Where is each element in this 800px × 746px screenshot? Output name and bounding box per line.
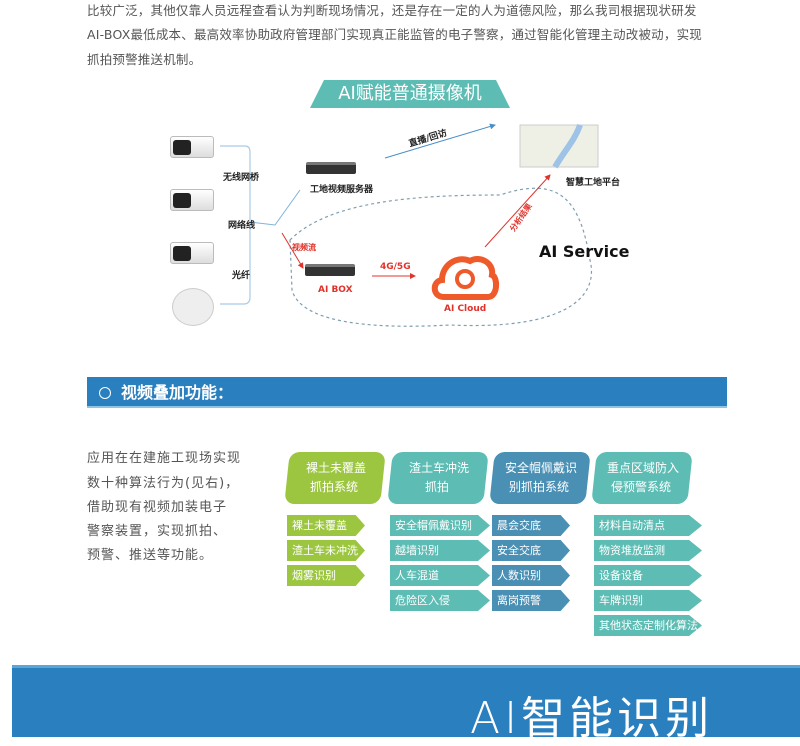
network-label: 4G/5G (380, 262, 411, 272)
live-arrow (384, 123, 496, 159)
camera-bracket (220, 145, 251, 305)
system-card: 安全帽佩戴识别抓拍系统 (489, 452, 591, 504)
system-item: 裸土未覆盖 (287, 515, 365, 536)
ai-service-boundary (289, 187, 592, 327)
system-item: 安全帽佩戴识别 (390, 515, 490, 536)
system-item: 晨会交底 (492, 515, 570, 536)
section-title: 视频叠加功能： (121, 383, 234, 402)
system-title-line: 侵预警系统 (610, 480, 672, 494)
section-header: 视频叠加功能： (87, 377, 727, 408)
footer-title: AI智能识别 (470, 693, 714, 744)
system-title-line: 渣土车冲洗 (408, 461, 469, 475)
system-title-line: 重点区域防入 (606, 461, 679, 475)
system-title-line: 抓拍系统 (309, 480, 359, 494)
system-item: 危险区入侵 (390, 590, 490, 611)
description-line: 应用在在建施工现场实现 (87, 451, 242, 466)
description-line: 借助现有视频加装电子 (87, 500, 228, 515)
dome-camera-icon (172, 288, 214, 326)
cloud-label: AI Cloud (444, 304, 487, 314)
intro-line: 抓拍预警推送机制。 (87, 52, 202, 67)
system-item: 越墙识别 (390, 540, 490, 561)
description-line: 预警、推送等功能。 (87, 548, 214, 563)
system-title-line: 抓拍 (424, 480, 450, 494)
system-item: 设备设备 (594, 565, 702, 586)
system-item: 物资堆放监测 (594, 540, 702, 561)
cloud-icon (431, 255, 500, 300)
footer-banner: AI智能识别 (12, 665, 800, 744)
system-item: 渣土车未冲洗 (287, 540, 365, 561)
diagram-lines (220, 123, 599, 327)
system-item: 安全交底 (492, 540, 570, 561)
system-item: 其他状态定制化算法 (594, 615, 702, 636)
result-arrow (484, 174, 551, 248)
system-title-line: 安全帽佩戴识 (504, 461, 577, 475)
system-item: 材料自动清点 (594, 515, 702, 536)
stream-label: 视频流 (292, 243, 316, 252)
bullet-camera-icon (170, 136, 214, 158)
map-thumbnail (519, 123, 599, 169)
stream-arrow (281, 232, 304, 269)
system-item: 烟雾识别 (287, 565, 365, 586)
intro-line: AI-BOX最低成本、最高效率协助政府管理部门实现真正能监管的电子警察，通过智能… (87, 27, 702, 42)
ai-box-icon (305, 264, 355, 276)
description-line: 警察装置，实现抓拍、 (87, 524, 228, 539)
system-title-line: 别抓拍系统 (508, 480, 570, 494)
system-card: 裸土未覆盖抓拍系统 (284, 452, 386, 504)
bullet-camera-icon (170, 189, 214, 211)
video-server-icon (306, 162, 356, 174)
link-wireless-label: 无线网桥 (223, 173, 260, 183)
platform-label: 智慧工地平台 (566, 178, 621, 188)
video-server-label: 工地视频服务器 (310, 185, 374, 195)
link-fiber-label: 光纤 (232, 271, 251, 281)
system-item: 人数识别 (492, 565, 570, 586)
intro-line: 比较广泛，其他仅靠人员远程查看认为判断现场情况，还是存在一定的人为道德风险，那么… (87, 3, 697, 18)
ai-box-label: AI BOX (318, 285, 353, 295)
system-card: 渣土车冲洗抓拍 (387, 452, 489, 504)
link-cable-label: 网络线 (228, 221, 256, 231)
diagram-banner: AI赋能普通摄像机 (310, 80, 510, 108)
system-card: 重点区域防入侵预警系统 (591, 452, 693, 504)
system-item: 离岗预警 (492, 590, 570, 611)
description-line: 数十种算法行为(见右)， (87, 476, 240, 491)
circle-icon (99, 387, 111, 399)
system-item: 车牌识别 (594, 590, 702, 611)
ai-service-label: AI Service (539, 242, 630, 261)
bullet-camera-icon (170, 242, 214, 264)
system-item: 人车混道 (390, 565, 490, 586)
system-title-line: 裸土未覆盖 (305, 461, 366, 475)
